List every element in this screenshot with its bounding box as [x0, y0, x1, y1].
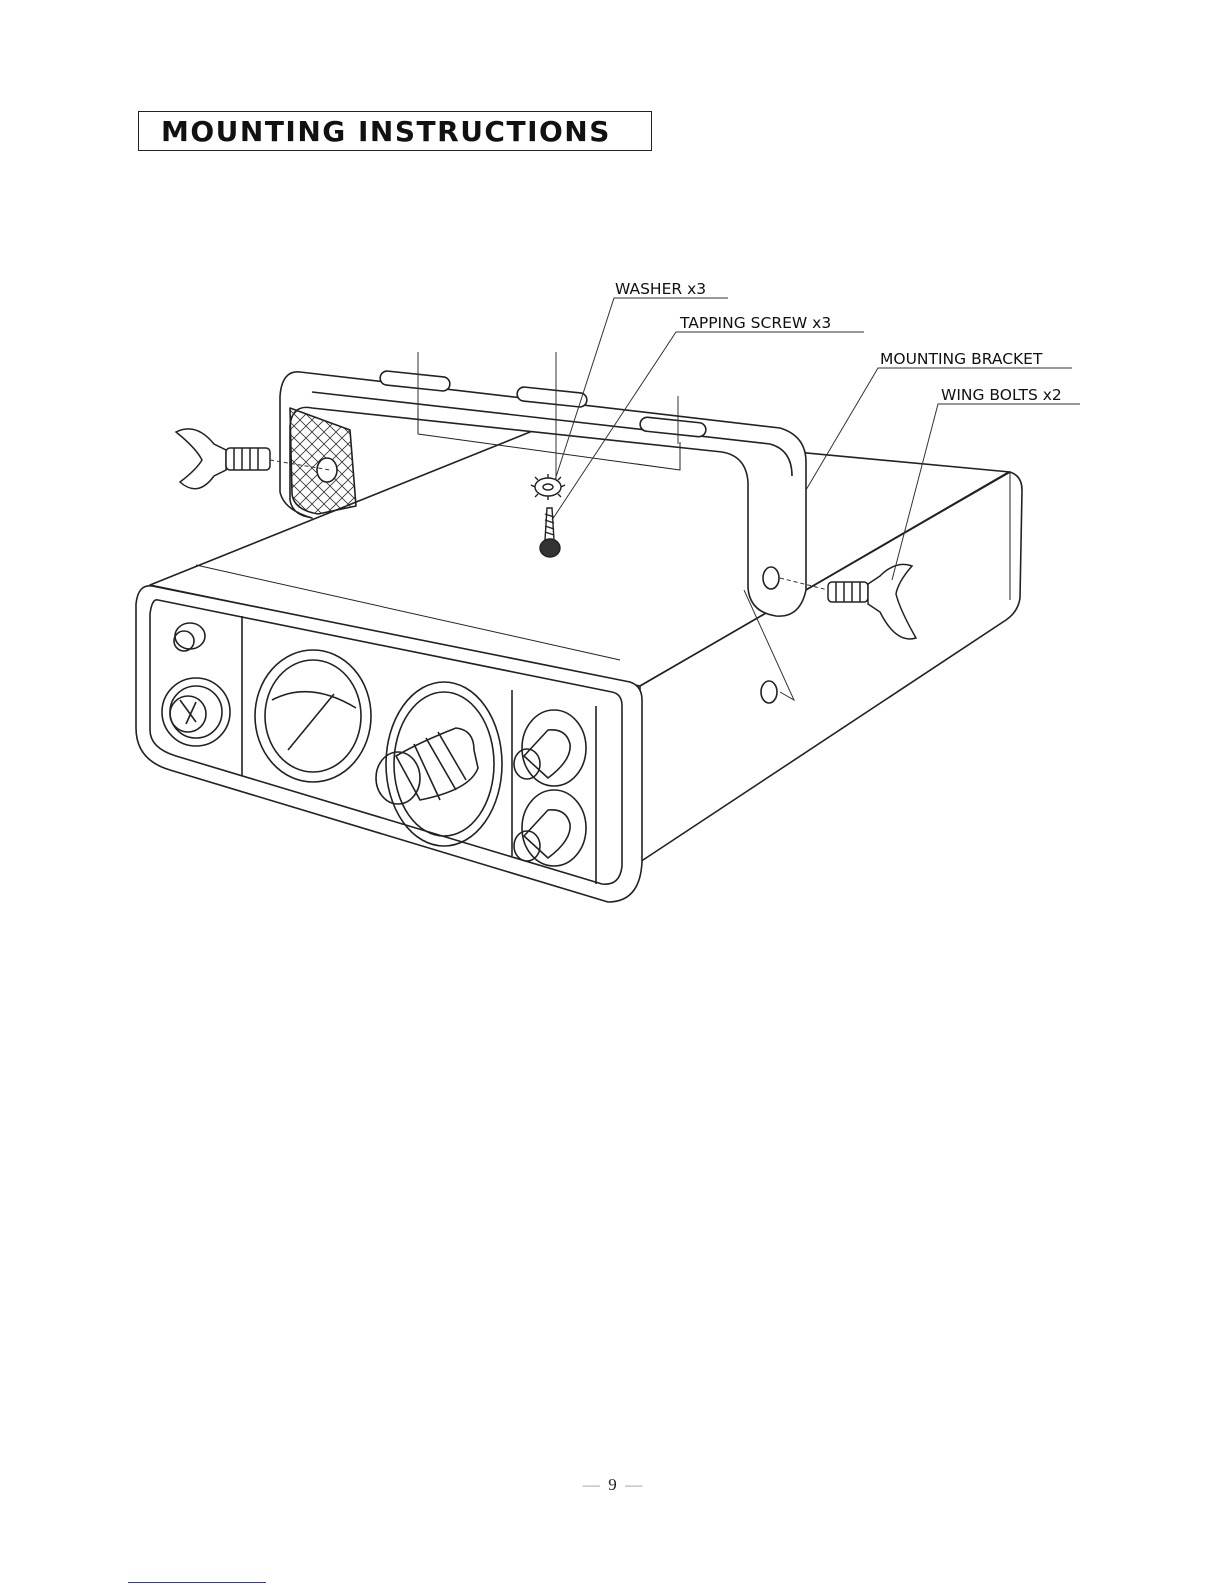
radio-unit — [136, 428, 1022, 902]
washer-icon — [531, 474, 565, 500]
footer-rule — [128, 1582, 266, 1583]
page-number-value: 9 — [608, 1475, 617, 1494]
page-number: — 9 — — [560, 1475, 665, 1495]
tapping-screw-label: TAPPING SCREW x3 — [679, 314, 831, 332]
washer-label: WASHER x3 — [615, 280, 706, 298]
wing-bolts-label: WING BOLTS x2 — [941, 386, 1062, 404]
mounting-bracket-label: MOUNTING BRACKET — [880, 350, 1043, 368]
left-wing-bolt-icon — [176, 429, 270, 489]
